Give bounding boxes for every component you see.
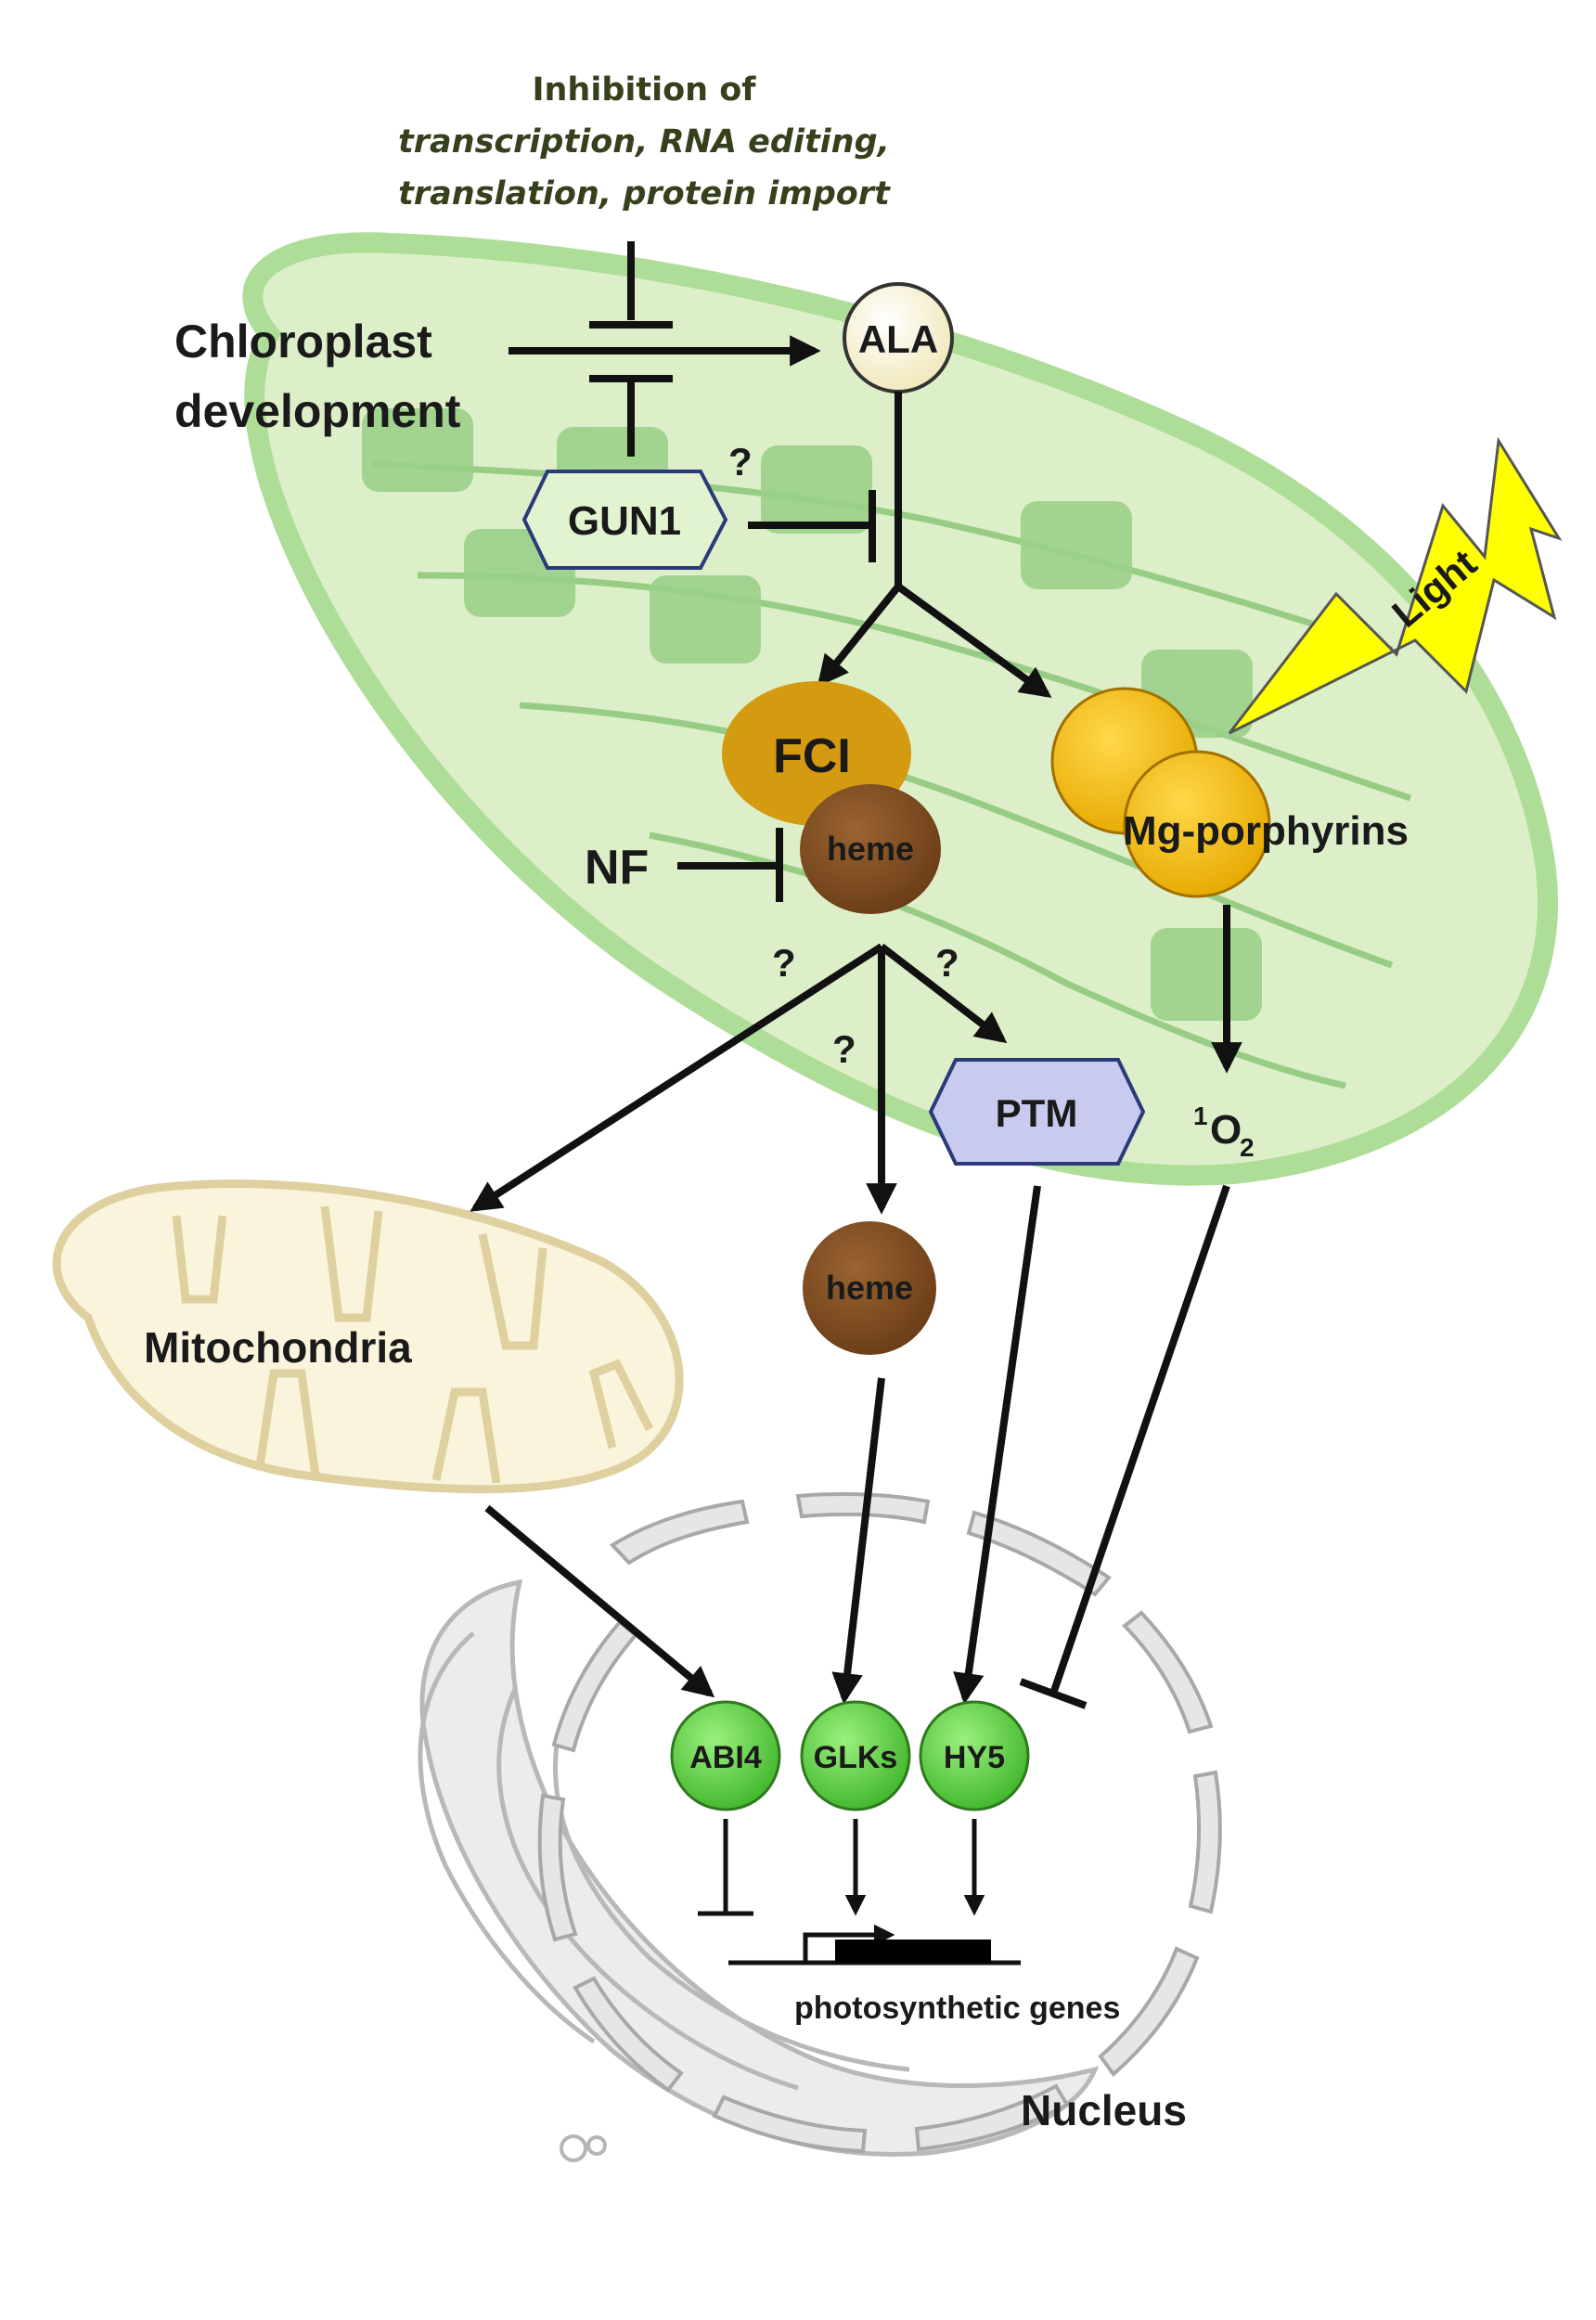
question-mark-mito-branch: ? bbox=[772, 941, 796, 985]
mg-porphyrins-node: Mg-porphyrins bbox=[1050, 687, 1409, 898]
endoplasmic-reticulum bbox=[418, 1579, 1100, 2158]
arrow-ptm-to-hy5 bbox=[953, 1185, 1041, 1705]
mitochondria: Mitochondria bbox=[52, 1179, 684, 1494]
ptm-hexagon bbox=[928, 1058, 1146, 1166]
arrow-heme-to-glks bbox=[831, 1377, 885, 1705]
heme-cytosol-label: heme bbox=[826, 1269, 913, 1307]
singlet-oxygen-symbol: O bbox=[1210, 1107, 1242, 1153]
singlet-oxygen-inhibition-line bbox=[1049, 1184, 1230, 1695]
arrow-mitochondria-to-abi4 bbox=[484, 1504, 715, 1698]
gene-body bbox=[835, 1940, 991, 1963]
arrow-to-mg-porphyrins bbox=[895, 583, 1052, 698]
heme-chloroplast-ellipse bbox=[800, 784, 941, 914]
singlet-oxygen-superscript: 1 bbox=[1193, 1102, 1208, 1130]
hy5-node: HY5 bbox=[919, 1700, 1030, 1811]
mitochondria-outer-membrane bbox=[52, 1179, 684, 1494]
heme-chloroplast-node: heme bbox=[800, 784, 941, 914]
question-mark-heme-branch: ? bbox=[832, 1027, 856, 1071]
chloroplast-development-label-line1: Chloroplast bbox=[174, 316, 432, 367]
hy5-label: HY5 bbox=[944, 1740, 1005, 1775]
ptm-label: PTM bbox=[996, 1091, 1078, 1135]
glks-node: GLKs bbox=[800, 1700, 911, 1811]
light-bolt: Light bbox=[1228, 436, 1563, 735]
chloroplast-development-label-line2: development bbox=[174, 385, 461, 437]
heme-cytosol-node: heme bbox=[803, 1221, 936, 1355]
question-mark-gun1: ? bbox=[728, 440, 753, 483]
question-mark-ptm-branch: ? bbox=[935, 941, 959, 985]
photosynthetic-genes-label: photosynthetic genes bbox=[794, 1991, 1120, 2026]
ptm-node: PTM bbox=[928, 1058, 1146, 1166]
inhibition-title: Inhibition of bbox=[532, 71, 756, 109]
nuclear-envelope bbox=[537, 1492, 1222, 2154]
heme-cytosol-circle bbox=[803, 1221, 936, 1355]
nucleus bbox=[418, 1492, 1222, 2162]
abi4-circle bbox=[670, 1700, 781, 1811]
inhibition-processes-line1: transcription, RNA editing, bbox=[398, 123, 890, 161]
arrow-heme-to-ptm bbox=[879, 943, 1008, 1044]
arrow-to-fci bbox=[817, 584, 902, 688]
glks-label: GLKs bbox=[814, 1740, 898, 1775]
abi4-label: ABI4 bbox=[689, 1740, 762, 1775]
vesicles bbox=[560, 2134, 607, 2162]
gun1-node: GUN1 bbox=[521, 470, 728, 570]
ala-label: ALA bbox=[858, 317, 938, 361]
nf-label: NF bbox=[585, 841, 649, 895]
promoter-arrow bbox=[803, 1924, 895, 1963]
mitochondria-label: Mitochondria bbox=[144, 1323, 412, 1372]
arrow-heme-to-mitochondria bbox=[470, 943, 884, 1212]
mg-porphyrins-label: Mg-porphyrins bbox=[1123, 808, 1409, 854]
nucleus-label: Nucleus bbox=[1021, 2086, 1187, 2134]
singlet-oxygen-inhibition-bar bbox=[1019, 1678, 1088, 1709]
mg-porphyrin-circle-front bbox=[1123, 750, 1271, 898]
glks-circle bbox=[800, 1700, 911, 1811]
fci-label: FCI bbox=[773, 729, 851, 783]
singlet-oxygen-label: 1 O 2 bbox=[1193, 1102, 1255, 1162]
inhibition-header: Inhibition of transcription, RNA editing… bbox=[398, 71, 891, 213]
cristae bbox=[172, 1205, 654, 1484]
ala-node: ALA bbox=[843, 282, 954, 393]
gun1-label: GUN1 bbox=[568, 498, 681, 544]
hy5-circle bbox=[919, 1700, 1030, 1811]
gun1-hexagon bbox=[521, 470, 728, 570]
inhibition-processes-line2: translation, protein import bbox=[398, 175, 891, 213]
photosynthetic-gene-construct bbox=[728, 1924, 1021, 1966]
singlet-oxygen-subscript: 2 bbox=[1240, 1133, 1255, 1162]
heme-chloroplast-label: heme bbox=[827, 830, 914, 868]
lightning-bolt-icon bbox=[1228, 436, 1563, 735]
abi4-node: ABI4 bbox=[670, 1700, 781, 1811]
